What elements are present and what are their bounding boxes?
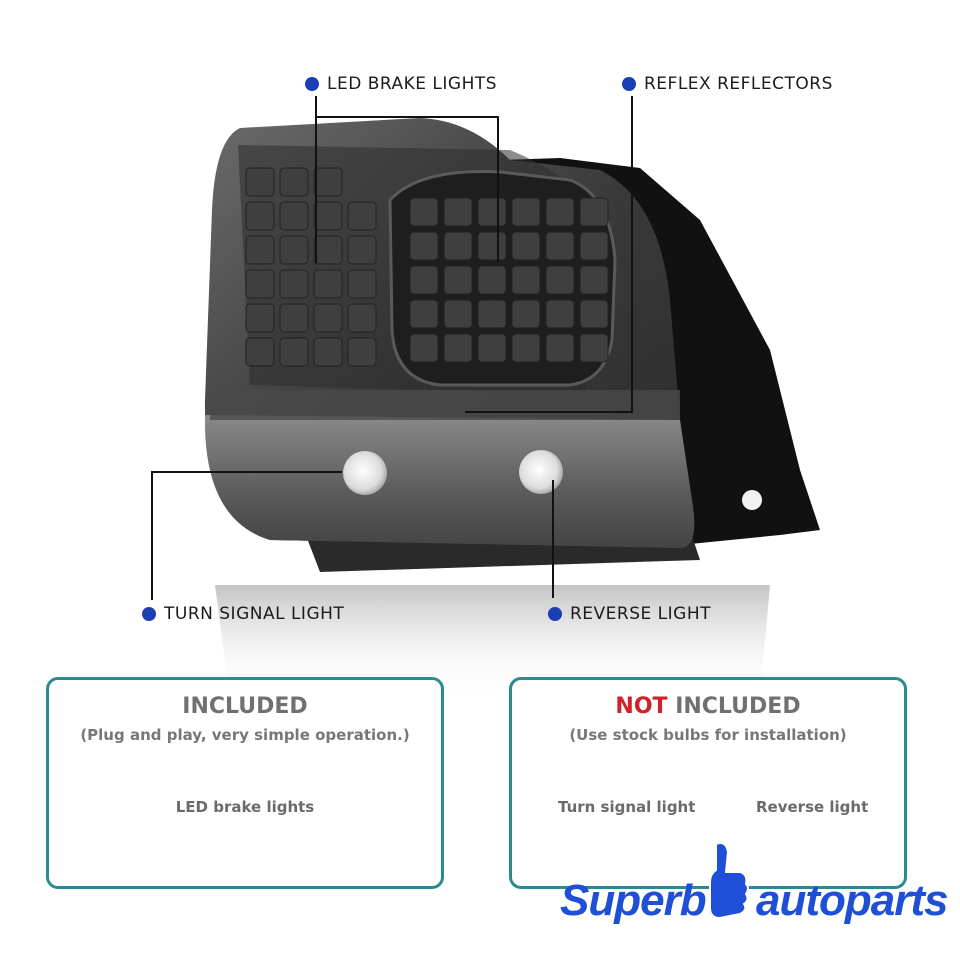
led-cell bbox=[477, 299, 507, 329]
led-cell bbox=[409, 299, 439, 329]
included-title: INCLUDED bbox=[182, 694, 308, 719]
thumbs-up-icon bbox=[709, 842, 749, 920]
callout-lines bbox=[151, 96, 633, 600]
led-cell bbox=[347, 303, 377, 333]
led-cell bbox=[409, 333, 439, 363]
callout-reverse-light: REVERSE LIGHT bbox=[548, 604, 711, 624]
led-cell bbox=[245, 201, 275, 231]
not-included-item-reverse: Reverse light bbox=[756, 798, 869, 816]
callout-turn-signal-light: TURN SIGNAL LIGHT bbox=[142, 604, 344, 624]
led-cell bbox=[313, 167, 343, 197]
led-cell bbox=[245, 167, 275, 197]
led-cell bbox=[279, 201, 309, 231]
led-cell bbox=[545, 197, 575, 227]
callout-reflex-reflectors: REFLEX REFLECTORS bbox=[622, 74, 833, 94]
led-cell bbox=[545, 299, 575, 329]
reverse-bulb bbox=[519, 450, 563, 494]
led-cell bbox=[511, 333, 541, 363]
callout-dot bbox=[305, 77, 319, 91]
not-included-subtitle: (Use stock bulbs for installation) bbox=[569, 726, 847, 744]
led-cell bbox=[313, 303, 343, 333]
led-cell bbox=[545, 231, 575, 261]
led-cell bbox=[477, 197, 507, 227]
led-cell bbox=[443, 231, 473, 261]
led-cell bbox=[443, 197, 473, 227]
included-item-led-brake-lights: LED brake lights bbox=[175, 798, 315, 816]
led-cell bbox=[313, 235, 343, 265]
floor-reflection bbox=[215, 585, 770, 700]
led-cell bbox=[511, 299, 541, 329]
led-cell bbox=[347, 235, 377, 265]
led-cell bbox=[477, 333, 507, 363]
led-cell bbox=[579, 231, 609, 261]
led-cell bbox=[443, 265, 473, 295]
led-cell bbox=[443, 299, 473, 329]
not-included-box: NOT INCLUDED (Use stock bulbs for instal… bbox=[509, 677, 907, 889]
led-cell bbox=[313, 337, 343, 367]
callout-led-brake-lights: LED BRAKE LIGHTS bbox=[305, 74, 497, 94]
callout-label: TURN SIGNAL LIGHT bbox=[164, 604, 345, 624]
not-included-title: NOT INCLUDED bbox=[512, 694, 904, 719]
included-subtitle: (Plug and play, very simple operation.) bbox=[80, 726, 410, 744]
led-cell bbox=[477, 265, 507, 295]
led-cell bbox=[279, 235, 309, 265]
logo-text-superb: Superb bbox=[560, 876, 707, 925]
logo-text-autoparts: autoparts bbox=[756, 876, 948, 925]
led-cell bbox=[347, 269, 377, 299]
led-cell bbox=[511, 231, 541, 261]
callout-label: REFLEX REFLECTORS bbox=[644, 74, 833, 94]
superb-autoparts-logo: Superb autoparts bbox=[560, 838, 950, 938]
led-cell bbox=[245, 235, 275, 265]
led-cell bbox=[545, 333, 575, 363]
turn-signal-bulb bbox=[343, 451, 387, 495]
led-grid-right bbox=[409, 197, 609, 363]
led-cell bbox=[313, 201, 343, 231]
led-cell bbox=[511, 197, 541, 227]
not-word: NOT bbox=[615, 694, 668, 719]
included-word: INCLUDED bbox=[667, 694, 801, 719]
led-cell bbox=[409, 231, 439, 261]
led-cell bbox=[279, 269, 309, 299]
included-box: INCLUDED (Plug and play, very simple ope… bbox=[46, 677, 444, 889]
led-cell bbox=[443, 333, 473, 363]
callout-label: LED BRAKE LIGHTS bbox=[327, 74, 498, 94]
led-cell bbox=[347, 201, 377, 231]
led-cell bbox=[279, 167, 309, 197]
led-cell bbox=[245, 337, 275, 367]
led-cell bbox=[579, 197, 609, 227]
led-cell bbox=[245, 303, 275, 333]
led-cell bbox=[279, 303, 309, 333]
led-cell bbox=[511, 265, 541, 295]
led-cell bbox=[409, 197, 439, 227]
led-cell bbox=[477, 231, 507, 261]
led-cell bbox=[245, 269, 275, 299]
led-cell bbox=[409, 265, 439, 295]
led-cell bbox=[545, 265, 575, 295]
callout-label: REVERSE LIGHT bbox=[570, 604, 711, 624]
led-cell bbox=[347, 337, 377, 367]
led-cell bbox=[579, 333, 609, 363]
led-cell bbox=[579, 265, 609, 295]
callout-dot bbox=[142, 607, 156, 621]
led-grid-left bbox=[245, 167, 377, 367]
led-cell bbox=[313, 269, 343, 299]
callout-dot bbox=[548, 607, 562, 621]
led-cell bbox=[279, 337, 309, 367]
not-included-item-turn-signal: Turn signal light bbox=[558, 798, 696, 816]
led-cell bbox=[579, 299, 609, 329]
callout-dot bbox=[622, 77, 636, 91]
